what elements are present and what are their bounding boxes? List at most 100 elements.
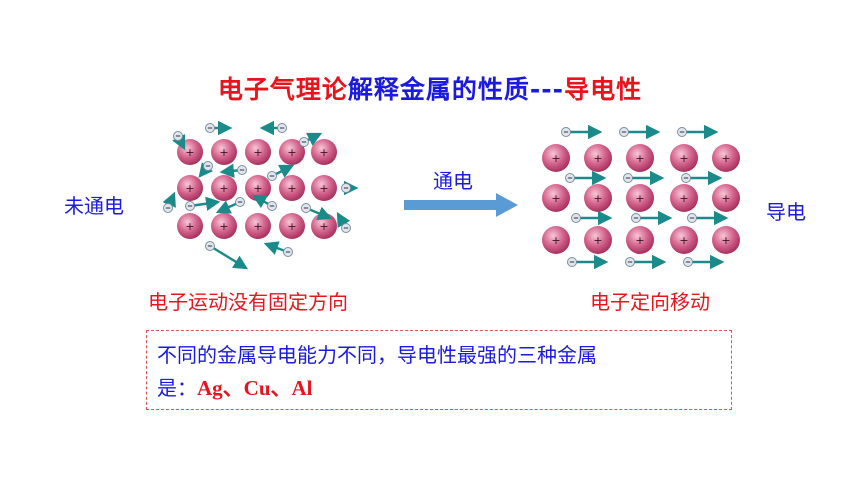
note-line-2: 是：Ag、Cu、Al: [157, 372, 721, 405]
svg-text:+: +: [287, 220, 296, 233]
metal-ion: +: [279, 213, 305, 239]
free-electron: [301, 203, 333, 221]
svg-text:+: +: [219, 220, 228, 233]
metal-ion: +: [584, 184, 612, 212]
metal-ion: +: [211, 139, 237, 165]
free-electron: [681, 170, 723, 186]
svg-text:+: +: [551, 152, 560, 165]
big-arrow-icon: [404, 193, 518, 217]
free-electron: [561, 124, 603, 140]
free-electron: [219, 163, 247, 178]
conducting-label: 导电: [766, 200, 806, 224]
metal-ion: +: [712, 144, 740, 172]
metal-ion: +: [245, 175, 271, 201]
free-electron: [623, 170, 665, 186]
free-electron: [299, 132, 323, 147]
svg-text:+: +: [635, 234, 644, 247]
free-electron: [259, 120, 287, 136]
svg-text:+: +: [185, 146, 194, 159]
note-box: 不同的金属导电能力不同，导电性最强的三种金属 是：Ag、Cu、Al: [146, 330, 732, 410]
metal-ion: +: [670, 226, 698, 254]
free-electron: [683, 254, 725, 270]
free-electron: [341, 180, 359, 196]
page-title: 电子气理论解释金属的性质---导电性: [0, 70, 860, 106]
directed-motion-caption: 电子定向移动: [590, 290, 710, 314]
free-electron: [267, 164, 295, 181]
svg-text:+: +: [319, 146, 328, 159]
free-electron: [565, 170, 607, 186]
free-electron: [205, 241, 249, 270]
svg-text:+: +: [679, 234, 688, 247]
metal-ion: +: [712, 184, 740, 212]
title-part-1: 电子气理论: [217, 75, 348, 104]
svg-text:+: +: [319, 220, 328, 233]
metal-ion: +: [626, 184, 654, 212]
metal-ion: +: [626, 226, 654, 254]
current-on-label: 通电: [433, 169, 473, 193]
svg-text:+: +: [219, 182, 228, 195]
metals-list: Ag、Cu、Al: [197, 376, 313, 400]
svg-text:+: +: [287, 182, 296, 195]
svg-text:+: +: [319, 182, 328, 195]
metal-ion: +: [177, 213, 203, 239]
metal-ion: +: [542, 184, 570, 212]
metal-ion: +: [670, 184, 698, 212]
metal-ion: +: [311, 213, 337, 239]
metal-ion: +: [584, 144, 612, 172]
svg-text:+: +: [219, 146, 228, 159]
svg-text:+: +: [253, 182, 262, 195]
free-electron: [567, 254, 609, 270]
svg-text:+: +: [721, 234, 730, 247]
svg-text:+: +: [551, 234, 560, 247]
no-current-label: 未通电: [64, 194, 124, 218]
metal-ion: +: [311, 139, 337, 165]
note-prefix: 是：: [157, 376, 197, 400]
svg-text:+: +: [185, 220, 194, 233]
metal-ion: +: [584, 226, 612, 254]
metal-ion: +: [211, 213, 237, 239]
svg-text:+: +: [635, 152, 644, 165]
svg-text:+: +: [679, 192, 688, 205]
free-electron: [625, 254, 667, 270]
title-part-3: 导电性: [564, 75, 643, 104]
svg-text:+: +: [721, 152, 730, 165]
svg-text:+: +: [593, 192, 602, 205]
metal-ion: +: [245, 213, 271, 239]
metal-ion: +: [311, 175, 337, 201]
free-electron: [205, 120, 233, 136]
metal-ion: +: [670, 144, 698, 172]
lattice-random: + + + + + + + + + + + + + + +: [162, 120, 359, 270]
free-electron: [619, 124, 661, 140]
svg-text:+: +: [253, 146, 262, 159]
free-electron: [687, 210, 729, 226]
svg-text:+: +: [551, 192, 560, 205]
metal-ion: +: [177, 175, 203, 201]
svg-text:+: +: [721, 192, 730, 205]
metal-ion: +: [211, 175, 237, 201]
free-electron: [185, 196, 221, 211]
metal-ion: +: [542, 226, 570, 254]
free-electron: [571, 210, 613, 226]
svg-text:+: +: [287, 146, 296, 159]
svg-text:+: +: [679, 152, 688, 165]
free-electron: [251, 194, 277, 211]
metal-ion: +: [542, 144, 570, 172]
lattice-directed: + + + + + + + + + + + + + + +: [542, 124, 740, 270]
metal-ion: +: [245, 139, 271, 165]
svg-text:+: +: [635, 192, 644, 205]
free-electron: [631, 210, 673, 226]
metal-ion: +: [626, 144, 654, 172]
current-arrow: [404, 193, 518, 217]
free-electron: [162, 191, 176, 213]
title-part-2: 解释金属的性质---: [347, 75, 565, 104]
note-line-1: 不同的金属导电能力不同，导电性最强的三种金属: [157, 343, 597, 367]
random-motion-caption: 电子运动没有固定方向: [148, 290, 348, 314]
free-electron: [263, 241, 293, 257]
svg-text:+: +: [253, 220, 262, 233]
svg-text:+: +: [593, 152, 602, 165]
free-electron: [215, 197, 245, 214]
svg-text:+: +: [185, 182, 194, 195]
metal-ion: +: [712, 226, 740, 254]
metal-ion: +: [279, 139, 305, 165]
free-electron: [198, 161, 214, 178]
